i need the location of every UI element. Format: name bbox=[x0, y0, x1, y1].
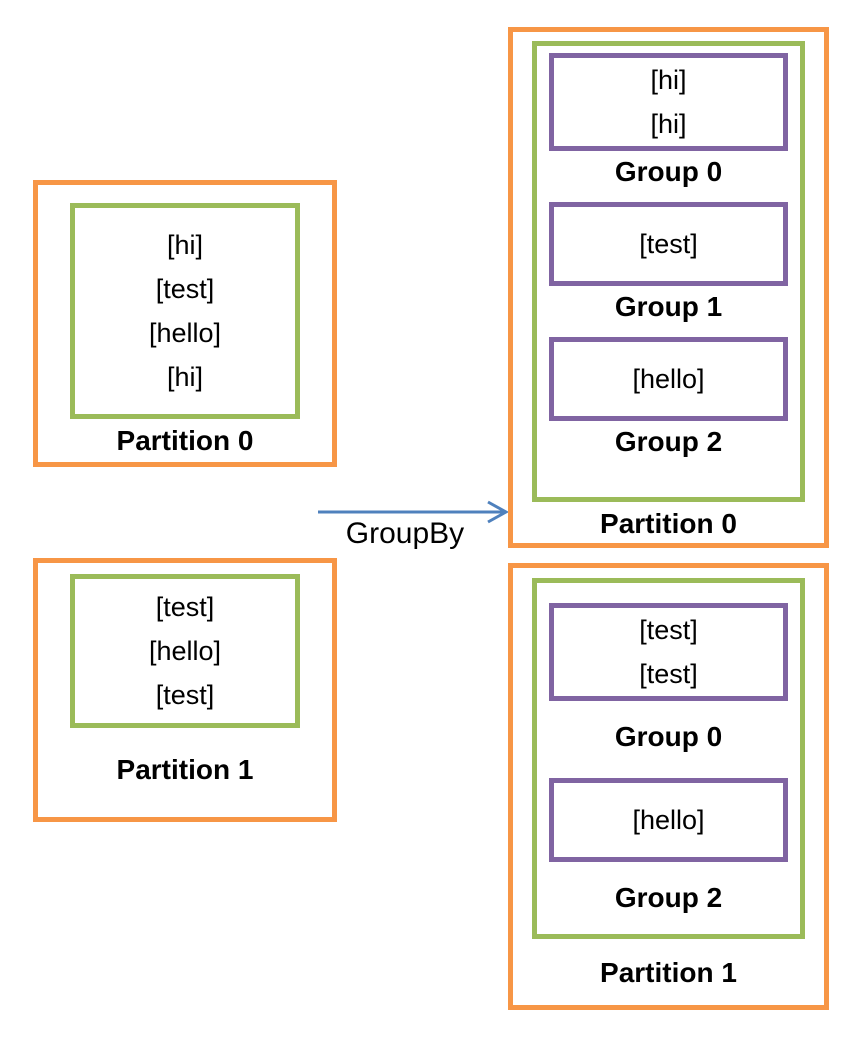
record: [hello] bbox=[632, 805, 705, 835]
output-partition-1: [test] [test] Group 0 [hello] Group 2 Pa… bbox=[508, 563, 829, 1010]
group-1: [test] Group 1 bbox=[549, 202, 788, 323]
record: [hi] bbox=[650, 65, 687, 95]
record: [hello] bbox=[148, 636, 222, 666]
partition-label: Partition 1 bbox=[116, 754, 254, 785]
input-partition-1-records-box: [test] [hello] [test] bbox=[70, 574, 300, 728]
group-0: [hi] [hi] Group 0 bbox=[549, 53, 788, 188]
partition-label: Partition 0 bbox=[600, 508, 737, 539]
output-partition-1-groups-box: [test] [test] Group 0 [hello] Group 2 bbox=[532, 578, 805, 939]
record: [hi] bbox=[166, 362, 204, 392]
record: [hello] bbox=[148, 318, 222, 348]
record: [test] bbox=[155, 592, 215, 622]
output-partition-0-groups-box: [hi] [hi] Group 0 [test] Group 1 [hello]… bbox=[532, 41, 805, 502]
group-2: [hello] Group 2 bbox=[549, 337, 788, 458]
group-2-records-box: [hello] bbox=[549, 778, 788, 862]
arrow-right-icon bbox=[318, 499, 513, 526]
group-label: Group 0 bbox=[614, 156, 723, 187]
input-partition-1: [test] [hello] [test] Partition 1 bbox=[33, 558, 337, 822]
record: [test] bbox=[639, 615, 698, 645]
record: [test] bbox=[639, 659, 698, 689]
record: [test] bbox=[639, 229, 698, 259]
input-partition-0: [hi] [test] [hello] [hi] Partition 0 bbox=[33, 180, 337, 467]
groupby-operation-label: GroupBy bbox=[345, 517, 465, 550]
record: [hi] bbox=[650, 109, 687, 139]
input-partition-0-records-box: [hi] [test] [hello] [hi] bbox=[70, 203, 300, 419]
group-label: Group 1 bbox=[614, 291, 723, 322]
record: [hello] bbox=[632, 364, 705, 394]
group-label: Group 2 bbox=[614, 882, 723, 913]
group-2: [hello] Group 2 bbox=[549, 778, 788, 914]
output-partition-0: [hi] [hi] Group 0 [test] Group 1 [hello]… bbox=[508, 27, 829, 548]
group-2-records-box: [hello] bbox=[549, 337, 788, 421]
partition-label: Partition 0 bbox=[116, 425, 254, 456]
record: [test] bbox=[155, 274, 215, 304]
group-0: [test] [test] Group 0 bbox=[549, 603, 788, 753]
group-0-records-box: [hi] [hi] bbox=[549, 53, 788, 151]
record: [test] bbox=[155, 680, 215, 710]
record: [hi] bbox=[166, 230, 204, 260]
group-label: Group 0 bbox=[614, 721, 723, 752]
partition-label: Partition 1 bbox=[600, 957, 737, 988]
group-label: Group 2 bbox=[614, 426, 723, 457]
group-1-records-box: [test] bbox=[549, 202, 788, 286]
group-0-records-box: [test] [test] bbox=[549, 603, 788, 701]
